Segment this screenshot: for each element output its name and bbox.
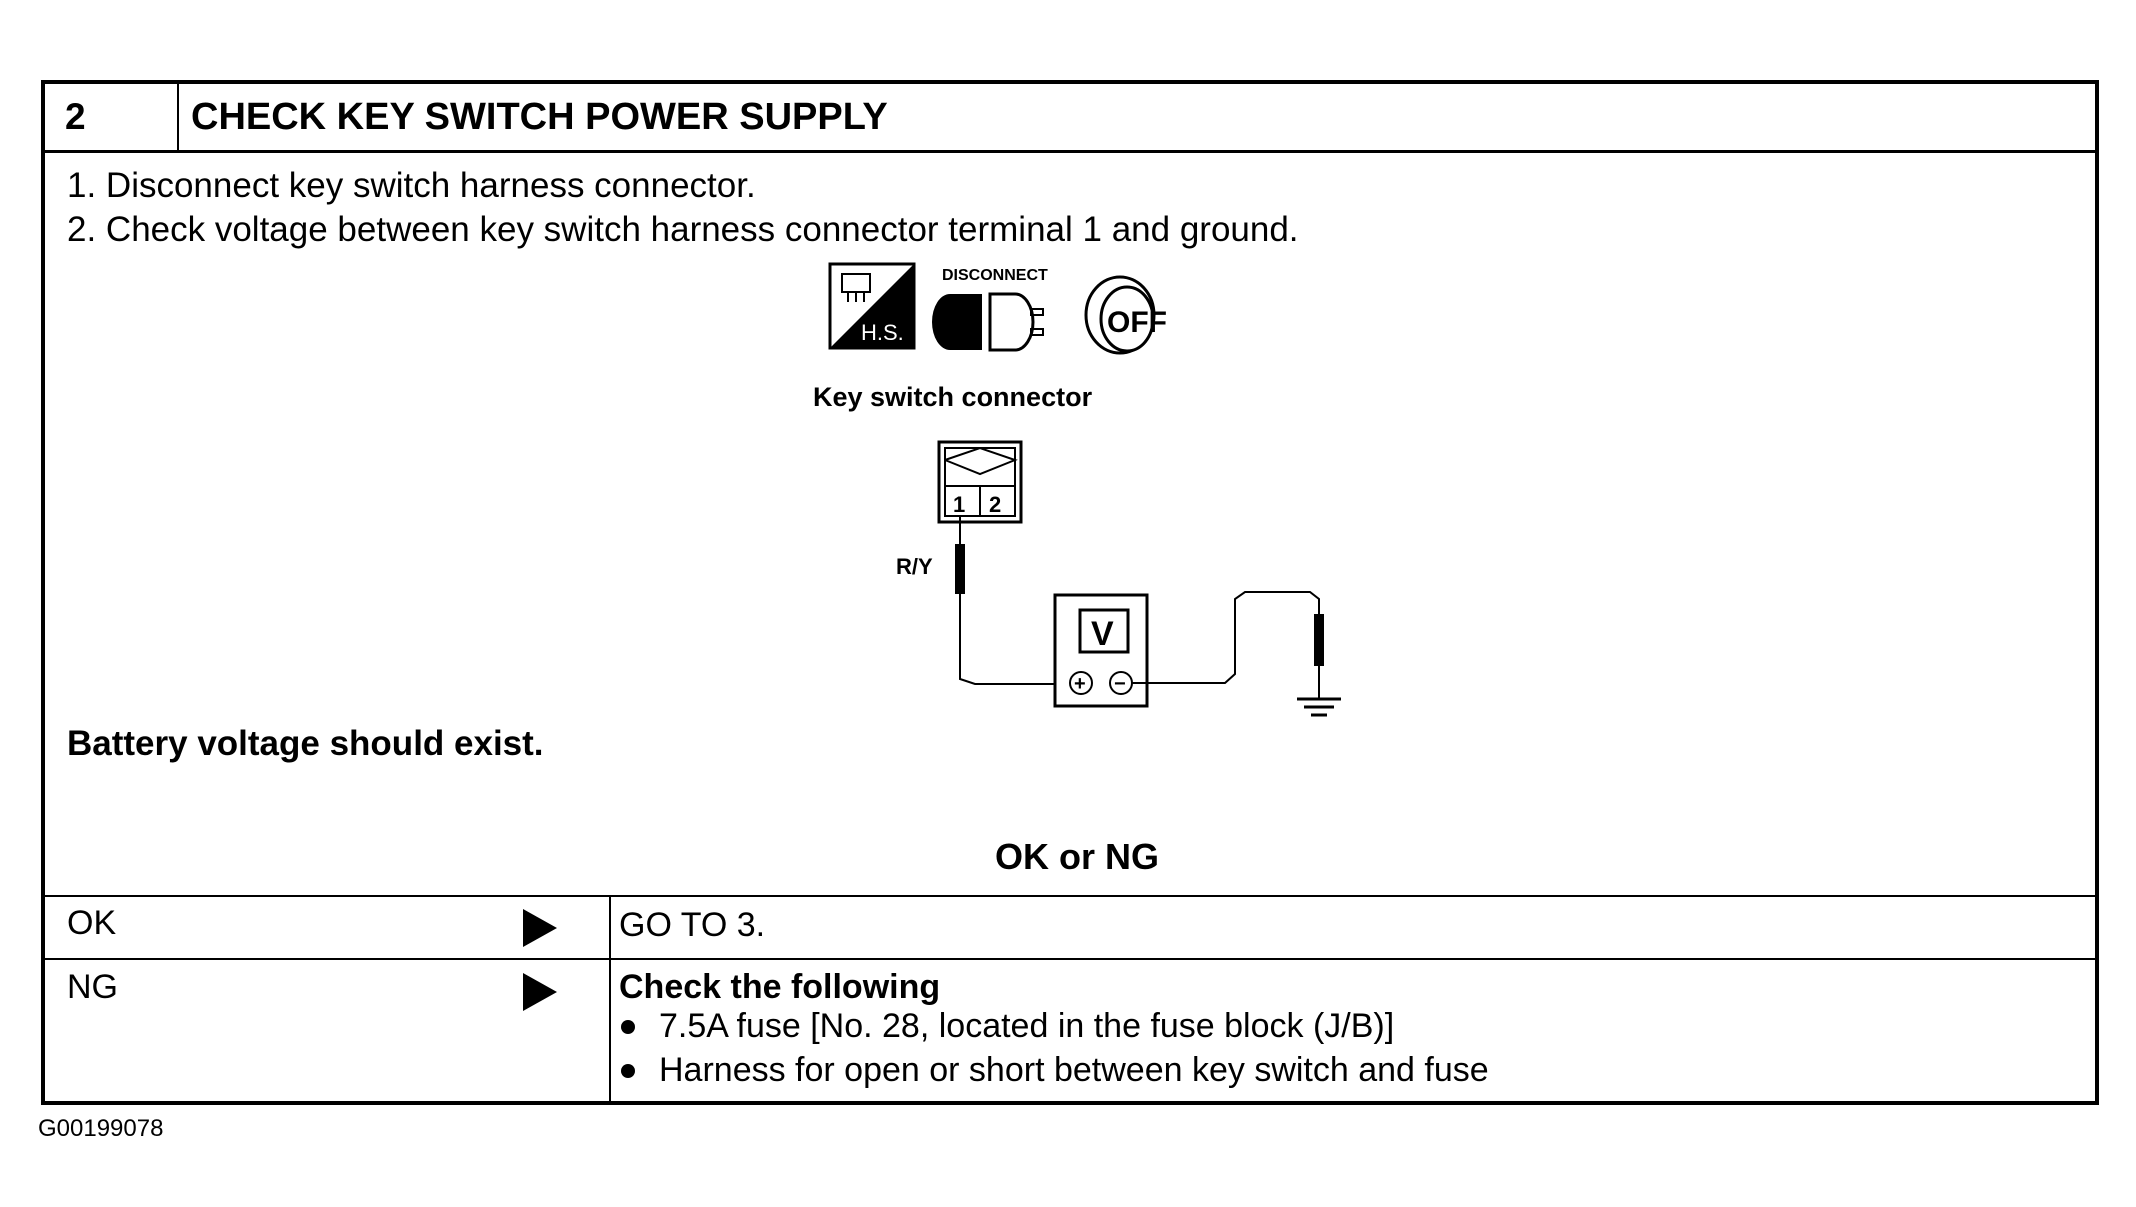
arrow-right-icon	[523, 909, 557, 947]
step-number: 2	[45, 84, 179, 150]
disconnect-text: DISCONNECT	[942, 267, 1048, 284]
outcome-ok-label: OK	[67, 904, 117, 942]
bullet-icon	[621, 1064, 635, 1078]
off-text: OFF	[1107, 306, 1167, 339]
step-title: CHECK KEY SWITCH POWER SUPPLY	[191, 96, 888, 138]
connector-label: Key switch connector	[813, 382, 1093, 412]
test-probe	[955, 544, 965, 594]
divider	[45, 958, 2095, 960]
wiring-diagram: H.S. DISCONNECT OFF Key switch connector	[813, 262, 1341, 717]
meter-plus: +	[1074, 673, 1086, 695]
check-list: 7.5A fuse [No. 28, located in the fuse b…	[619, 1004, 1489, 1092]
ground-icon	[1297, 697, 1341, 717]
outcome-ng-action-title: Check the following	[619, 968, 941, 1006]
decision-heading: OK or NG	[995, 836, 1160, 877]
wire-color-label: R/Y	[896, 554, 933, 579]
expected-result: Battery voltage should exist.	[67, 724, 544, 763]
outcome-ng-label: NG	[67, 968, 118, 1006]
harness-side-icon: H.S.	[828, 262, 916, 350]
meter-label: V	[1091, 615, 1114, 653]
voltmeter: V + −	[1053, 593, 1149, 708]
check-list-item: Harness for open or short between key sw…	[619, 1048, 1489, 1092]
hs-text: H.S.	[861, 320, 904, 345]
bullet-icon	[621, 1020, 635, 1034]
disconnect-icon: DISCONNECT	[932, 267, 1048, 352]
instruction-list: 1. Disconnect key switch harness connect…	[67, 164, 1299, 252]
procedure-table: 2 CHECK KEY SWITCH POWER SUPPLY 1. Disco…	[41, 80, 2099, 1105]
figure-id: G00199078	[38, 1115, 164, 1142]
step-header: 2 CHECK KEY SWITCH POWER SUPPLY	[45, 84, 2095, 153]
ground-probe	[1314, 614, 1324, 666]
check-list-item: 7.5A fuse [No. 28, located in the fuse b…	[619, 1004, 1489, 1048]
divider	[45, 895, 2095, 897]
terminal-1: 1	[953, 492, 965, 517]
instruction-item: 2. Check voltage between key switch harn…	[67, 210, 1299, 249]
column-divider	[609, 895, 611, 1105]
outcome-ok-action: GO TO 3.	[619, 906, 766, 944]
arrow-right-icon	[523, 973, 557, 1011]
terminal-2: 2	[989, 492, 1001, 517]
meter-minus: −	[1114, 673, 1126, 695]
instruction-item: 1. Disconnect key switch harness connect…	[67, 166, 756, 205]
key-switch-connector: 1 2	[937, 440, 1023, 524]
ignition-off-icon: OFF	[1084, 275, 1167, 355]
